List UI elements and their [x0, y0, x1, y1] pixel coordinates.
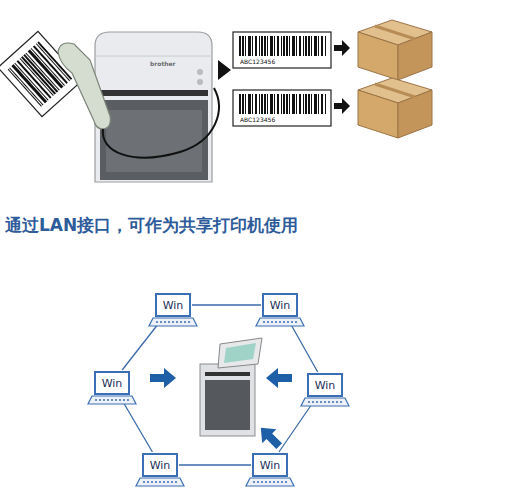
- section-heading: 通过LAN接口，可作为共享打印机使用: [5, 214, 298, 237]
- laptop-screen: Win: [94, 371, 130, 395]
- os-label: Win: [102, 377, 123, 390]
- os-label: Win: [315, 379, 336, 392]
- flow-arrow: [266, 368, 292, 388]
- os-label: Win: [270, 299, 291, 312]
- cardboard-box: [358, 20, 432, 80]
- laptop-keys: [95, 322, 342, 482]
- output-pointer: [218, 60, 231, 80]
- flow-arrow: [150, 368, 176, 388]
- laptop-screen: Win: [252, 453, 288, 477]
- apply-arrow: [334, 98, 350, 114]
- laptop-screen: Win: [262, 293, 298, 317]
- network-link: [179, 464, 251, 465]
- scanner-cable: [103, 88, 219, 158]
- label-printer: [95, 32, 212, 182]
- shared-printer: [200, 338, 262, 436]
- barcode-text: ABC123456: [240, 116, 275, 124]
- barcode-text: ABC123456: [240, 58, 275, 66]
- barcode-scanner: [58, 43, 110, 129]
- laptop-screen: Win: [142, 453, 178, 477]
- os-label: Win: [163, 299, 184, 312]
- barcode-label: [233, 90, 331, 126]
- flow-arrow: [254, 421, 287, 454]
- os-label: Win: [260, 459, 281, 472]
- laptop-screen: Win: [155, 293, 191, 317]
- laptop-screen: Win: [307, 373, 343, 397]
- apply-arrow: [334, 40, 350, 56]
- network-link: [192, 304, 261, 305]
- laptop-base: [88, 318, 349, 486]
- brand-mark: brother: [150, 60, 176, 68]
- os-label: Win: [150, 459, 171, 472]
- barcode-label: [233, 32, 331, 68]
- cardboard-box: [358, 78, 432, 138]
